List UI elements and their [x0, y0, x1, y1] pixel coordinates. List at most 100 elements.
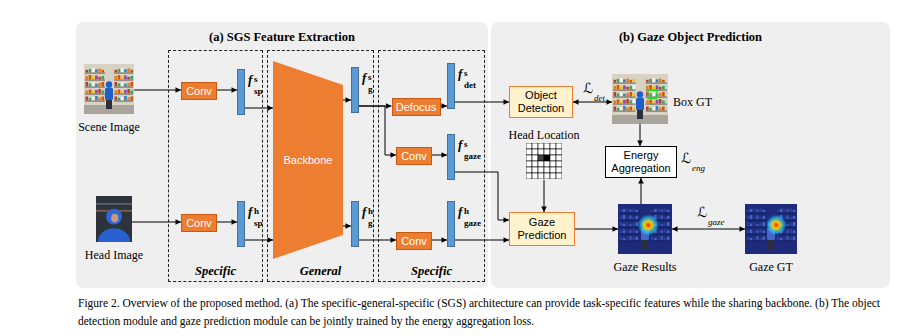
picture-label: Box GT	[673, 95, 712, 109]
shelf-item	[790, 223, 793, 227]
shelf-item	[662, 86, 665, 90]
shelf-item	[750, 238, 753, 241]
arrow-head	[613, 226, 619, 232]
shelf-board	[613, 111, 636, 112]
picture	[618, 204, 672, 254]
shelf-item	[667, 222, 670, 227]
box-text-holder: Conv	[186, 217, 212, 229]
grid-cell	[556, 167, 562, 173]
panel-title-holder: (a) SGS Feature Extraction	[76, 28, 488, 44]
shelf-item	[89, 75, 92, 80]
shelf-item	[780, 209, 783, 213]
picture	[96, 196, 132, 242]
grid-cell	[544, 173, 550, 179]
shelf-board	[776, 241, 796, 242]
shelf-item	[657, 208, 660, 213]
shelf-item	[753, 208, 756, 213]
arrow-head	[573, 99, 579, 105]
picture-ground	[612, 74, 668, 124]
arrow-connector	[245, 105, 273, 111]
process-box: Conv	[181, 214, 217, 232]
person-legs	[642, 240, 648, 249]
person-head	[637, 91, 643, 97]
shelf-item	[92, 82, 95, 86]
box-label: Energy Aggregation	[609, 149, 673, 175]
shelf-item	[98, 89, 101, 94]
shelf-item	[646, 100, 649, 103]
feature-bar: fhg	[351, 201, 359, 247]
shelf-item	[633, 100, 636, 104]
shelf-board	[85, 87, 105, 88]
arrow-head	[607, 99, 613, 105]
shelf-item	[649, 100, 652, 104]
shelf-item	[620, 222, 623, 227]
shelf-item	[664, 217, 667, 220]
arrow-head	[672, 226, 678, 232]
grid-cell	[544, 161, 550, 167]
shelf-item	[657, 237, 660, 241]
shelf-item	[632, 237, 635, 240]
shelf-board	[619, 220, 641, 221]
shelf-board	[746, 213, 767, 214]
shelf-item	[92, 76, 95, 79]
shelf-item	[667, 216, 670, 220]
shelf-item	[629, 236, 632, 241]
shelf-item	[620, 107, 623, 111]
group-label-holder: Specific	[169, 262, 262, 278]
grid-cell	[556, 149, 562, 155]
person-body	[636, 98, 644, 111]
shelf-board	[646, 104, 667, 105]
grid-cell	[532, 161, 538, 167]
grid-cell	[556, 143, 562, 149]
arrow-connector	[217, 87, 237, 93]
shelf-item	[92, 68, 95, 73]
shelf-item	[656, 100, 659, 104]
shelf-item	[102, 90, 105, 93]
shelf-board	[613, 90, 636, 91]
arrow-head	[268, 105, 274, 111]
shelf-item	[793, 237, 796, 241]
image-thumbnail: Gaze Results	[618, 204, 672, 254]
grid-cell	[532, 143, 538, 149]
grid-cell	[538, 143, 544, 149]
shelf-item	[654, 209, 657, 213]
feature-bar: fsg	[351, 67, 359, 113]
shelf-item	[649, 108, 652, 111]
shelf-board	[85, 80, 105, 81]
grid-cell	[550, 143, 556, 149]
shelf-item	[793, 222, 796, 227]
shelf-item	[753, 231, 756, 234]
shelf-item	[662, 107, 665, 111]
box-text-holder: Conv	[186, 85, 212, 97]
connector-line	[672, 229, 745, 230]
shelf-item	[630, 80, 633, 83]
grid-cell	[526, 173, 532, 179]
feature-subscript: g	[368, 84, 373, 94]
shelf-item	[747, 237, 750, 241]
shelf-item	[659, 99, 662, 104]
dashed-group: SpecificConvfsspConvfhsp	[168, 50, 263, 282]
shelf-item	[667, 210, 670, 213]
shelf-item	[633, 85, 636, 90]
person-shoulders	[98, 228, 130, 242]
shelf-item	[783, 237, 786, 241]
arrow-connector	[343, 97, 351, 103]
shelf-item	[659, 79, 662, 83]
arrow-connector	[245, 237, 273, 243]
shelf-item	[626, 107, 629, 110]
shelf-board	[646, 83, 667, 84]
shelf-item	[750, 223, 753, 226]
shelf-item	[617, 85, 620, 90]
shelf-item	[763, 230, 766, 233]
shelf-item	[786, 224, 789, 227]
shelf-item	[115, 97, 118, 101]
shelf-item	[89, 98, 92, 101]
connector-line	[575, 229, 618, 230]
shelf-item	[763, 237, 766, 241]
shelf-item	[626, 87, 629, 90]
arrow-connector	[455, 172, 509, 223]
shelf-item	[783, 208, 786, 213]
process-box: Conv	[181, 82, 217, 100]
shelf-item	[756, 209, 759, 212]
feature-superscript: s	[254, 74, 258, 84]
